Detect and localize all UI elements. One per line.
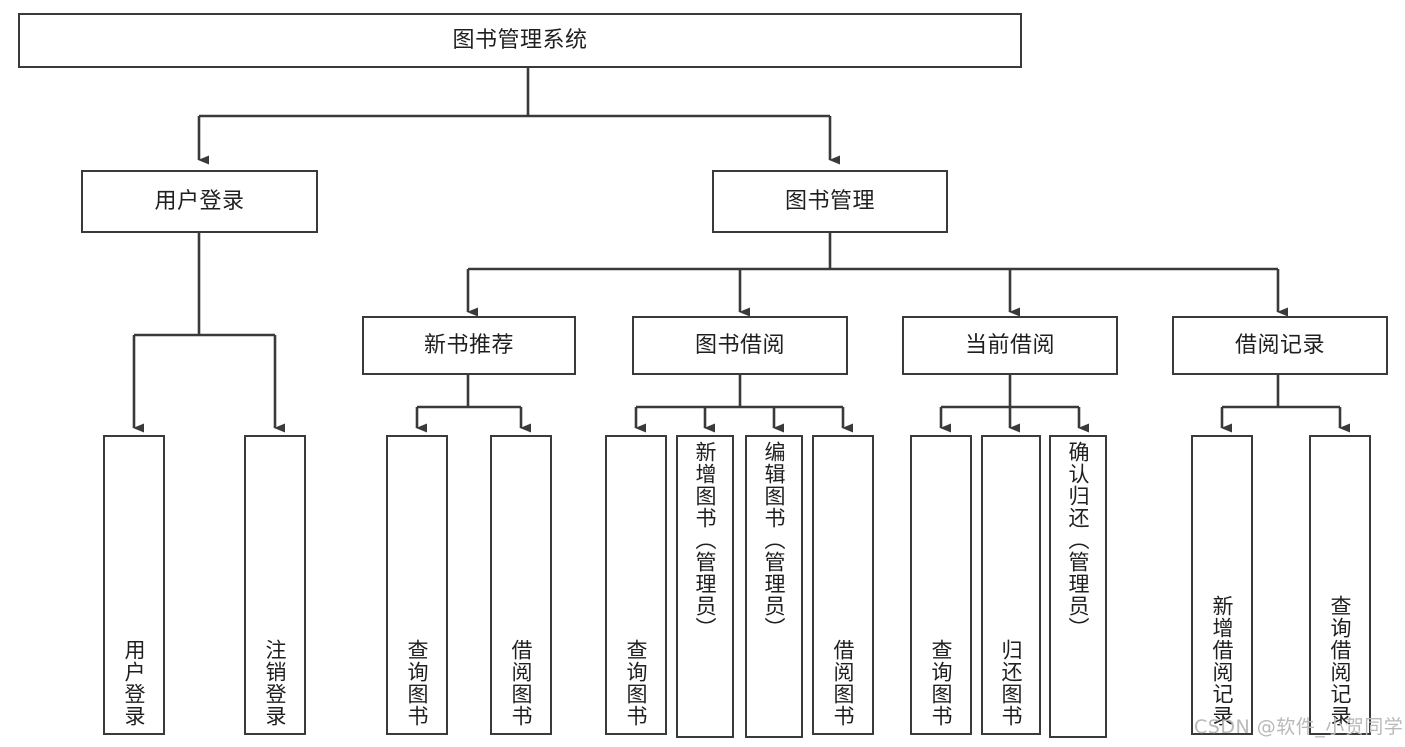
node-current-borrow[interactable]: 当前借阅 bbox=[902, 316, 1118, 375]
leaf-borrow-record-query[interactable]: 查询借阅记录 bbox=[1309, 435, 1371, 735]
node-label: 借阅记录 bbox=[1234, 332, 1325, 358]
node-label: 归还图书 bbox=[999, 639, 1024, 727]
node-label: 确认归还（管理员） bbox=[1066, 441, 1091, 639]
node-label: 用户登录 bbox=[122, 639, 147, 727]
leaf-current-borrow-confirm-return[interactable]: 确认归还（管理员） bbox=[1049, 435, 1107, 738]
node-root[interactable]: 图书管理系统 bbox=[18, 13, 1022, 68]
node-label: 注销登录 bbox=[263, 639, 288, 727]
leaf-user-login-logout[interactable]: 注销登录 bbox=[244, 435, 306, 735]
csdn-watermark: CSDN @软件_小贺同学 bbox=[1194, 716, 1404, 738]
node-label: 新书推荐 bbox=[423, 332, 514, 358]
node-label: 查询借阅记录 bbox=[1328, 595, 1353, 727]
node-label: 用户登录 bbox=[154, 188, 245, 214]
leaf-new-book-borrow[interactable]: 借阅图书 bbox=[490, 435, 552, 735]
node-label: 当前借阅 bbox=[964, 332, 1055, 358]
leaf-book-borrow-add[interactable]: 新增图书（管理员） bbox=[676, 435, 734, 738]
node-user-login[interactable]: 用户登录 bbox=[81, 170, 318, 233]
node-label: 图书借阅 bbox=[694, 332, 785, 358]
node-label: 查询图书 bbox=[405, 639, 430, 727]
node-label: 新增借阅记录 bbox=[1210, 595, 1235, 727]
leaf-book-borrow-edit[interactable]: 编辑图书（管理员） bbox=[745, 435, 803, 738]
leaf-borrow-record-add[interactable]: 新增借阅记录 bbox=[1191, 435, 1253, 735]
node-borrow-record[interactable]: 借阅记录 bbox=[1172, 316, 1388, 375]
node-new-book-recommend[interactable]: 新书推荐 bbox=[362, 316, 576, 375]
node-label: 新增图书（管理员） bbox=[693, 441, 718, 639]
node-book-management[interactable]: 图书管理 bbox=[712, 170, 948, 233]
leaf-current-borrow-query[interactable]: 查询图书 bbox=[910, 435, 972, 735]
leaf-user-login-login[interactable]: 用户登录 bbox=[103, 435, 165, 735]
node-label: 图书管理 bbox=[784, 188, 875, 214]
node-label: 图书管理系统 bbox=[452, 27, 588, 53]
node-book-borrow[interactable]: 图书借阅 bbox=[632, 316, 848, 375]
leaf-book-borrow-borrow[interactable]: 借阅图书 bbox=[812, 435, 874, 735]
leaf-book-borrow-query[interactable]: 查询图书 bbox=[605, 435, 667, 735]
node-label: 借阅图书 bbox=[831, 639, 856, 727]
leaf-new-book-query[interactable]: 查询图书 bbox=[386, 435, 448, 735]
node-label: 查询图书 bbox=[624, 639, 649, 727]
node-label: 查询图书 bbox=[929, 639, 954, 727]
node-label: 借阅图书 bbox=[509, 639, 534, 727]
leaf-current-borrow-return[interactable]: 归还图书 bbox=[981, 435, 1041, 735]
node-label: 编辑图书（管理员） bbox=[762, 441, 787, 639]
